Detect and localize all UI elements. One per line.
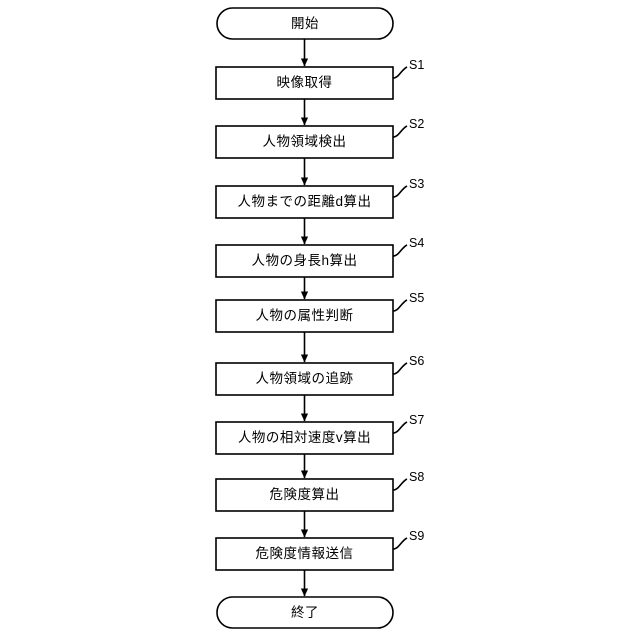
step-tag-s7: S7 <box>409 413 425 427</box>
step-tag-s8: S8 <box>409 470 425 484</box>
leader-line-s2 <box>392 125 408 138</box>
leader-line-s6 <box>392 362 408 375</box>
step-tag-s1: S1 <box>409 58 425 72</box>
end-terminator-shape <box>216 596 394 629</box>
process-box-s6 <box>215 362 394 396</box>
leader-line-s3 <box>392 185 408 198</box>
process-box-s1 <box>215 66 394 100</box>
process-box-s2 <box>215 125 394 159</box>
leader-line-s4 <box>392 244 408 257</box>
leader-line-s9 <box>392 537 408 550</box>
leader-line-s7 <box>392 421 408 434</box>
step-tag-s4: S4 <box>409 236 425 250</box>
step-tag-s5: S5 <box>409 291 425 305</box>
leader-line-s1 <box>392 66 408 79</box>
step-tag-s3: S3 <box>409 177 425 191</box>
step-tag-s6: S6 <box>409 354 425 368</box>
process-box-s9 <box>215 537 394 571</box>
step-tag-s9: S9 <box>409 529 425 543</box>
process-box-s8 <box>215 478 394 512</box>
start-terminator-shape <box>216 7 394 40</box>
process-box-s5 <box>215 299 394 333</box>
step-tag-s2: S2 <box>409 117 425 131</box>
process-box-s3 <box>215 185 394 219</box>
leader-line-s8 <box>392 478 408 491</box>
leader-line-s5 <box>392 299 408 312</box>
process-box-s7 <box>215 421 394 455</box>
process-box-s4 <box>215 244 394 278</box>
